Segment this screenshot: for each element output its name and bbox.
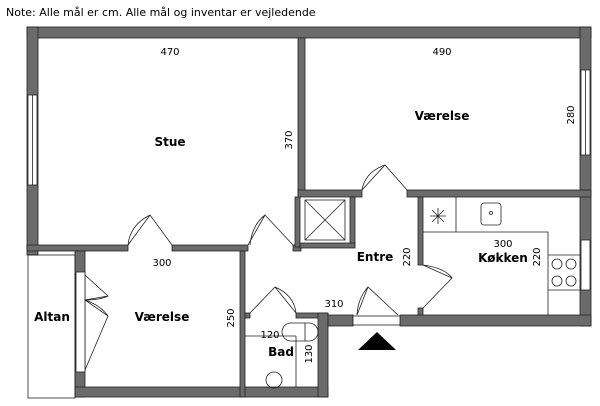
entre-depth: 220 (402, 247, 413, 266)
entre-width: 310 (324, 299, 343, 310)
shower-icon (304, 199, 346, 241)
stove-icon (551, 258, 577, 287)
altan-area (27, 254, 76, 399)
bad-depth: 130 (304, 344, 315, 363)
doors (83, 164, 453, 371)
koekken-width: 300 (493, 239, 512, 250)
room-label-bad: Bad (268, 345, 294, 359)
kitchen-counter (423, 197, 580, 315)
walls (26, 26, 592, 398)
room-label-vaerelse-2: Værelse (135, 310, 190, 324)
windows (27, 69, 591, 373)
bathroom-fixtures (245, 322, 319, 389)
vaerelse-2-depth: 250 (226, 308, 237, 327)
stue-width: 470 (160, 47, 179, 58)
room-label-altan: Altan (34, 310, 70, 324)
entrance-arrow-icon (358, 332, 396, 350)
room-label-stue: Stue (154, 135, 185, 149)
vaerelse-1-width: 490 (432, 47, 451, 58)
bad-width: 120 (260, 330, 279, 341)
stue-depth: 370 (284, 130, 295, 149)
toilet-icon (281, 322, 319, 342)
washbasin-icon (265, 371, 283, 389)
room-label-entre: Entre (357, 250, 394, 264)
fan-icon (430, 208, 446, 224)
room-label-vaerelse-1: Værelse (415, 109, 470, 123)
room-label-koekken: Køkken (478, 251, 528, 265)
koekken-depth: 220 (532, 247, 543, 266)
vaerelse-2-width: 300 (152, 258, 171, 269)
vaerelse-1-depth: 280 (566, 105, 577, 124)
plan-note: Note: Alle mål er cm. Alle mål og invent… (6, 6, 316, 19)
sink-icon (480, 202, 502, 226)
